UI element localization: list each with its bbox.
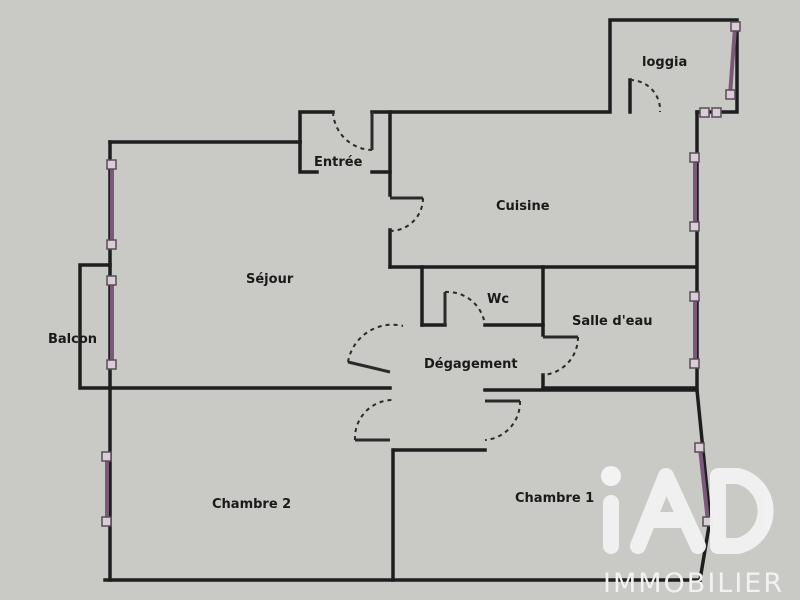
walls	[78, 18, 739, 583]
doors	[332, 78, 662, 442]
iad-logo	[601, 466, 774, 554]
windows	[101, 21, 741, 527]
room-label-degagement: Dégagement	[424, 357, 518, 372]
room-label-chambre2: Chambre 2	[212, 497, 291, 512]
room-label-balcon: Balcon	[48, 332, 97, 347]
room-label-entree: Entrée	[314, 155, 363, 170]
room-label-loggia: loggia	[642, 55, 687, 70]
room-label-sejour: Séjour	[246, 272, 294, 287]
room-label-cuisine: Cuisine	[496, 199, 550, 214]
room-label-salle-deau: Salle d'eau	[572, 314, 653, 329]
room-label-wc: Wc	[487, 292, 509, 307]
room-label-chambre1: Chambre 1	[515, 491, 594, 506]
room-labels: loggia Entrée Cuisine Séjour Wc Balcon S…	[48, 55, 687, 512]
logo-text: IMMOBILIER	[603, 568, 785, 599]
